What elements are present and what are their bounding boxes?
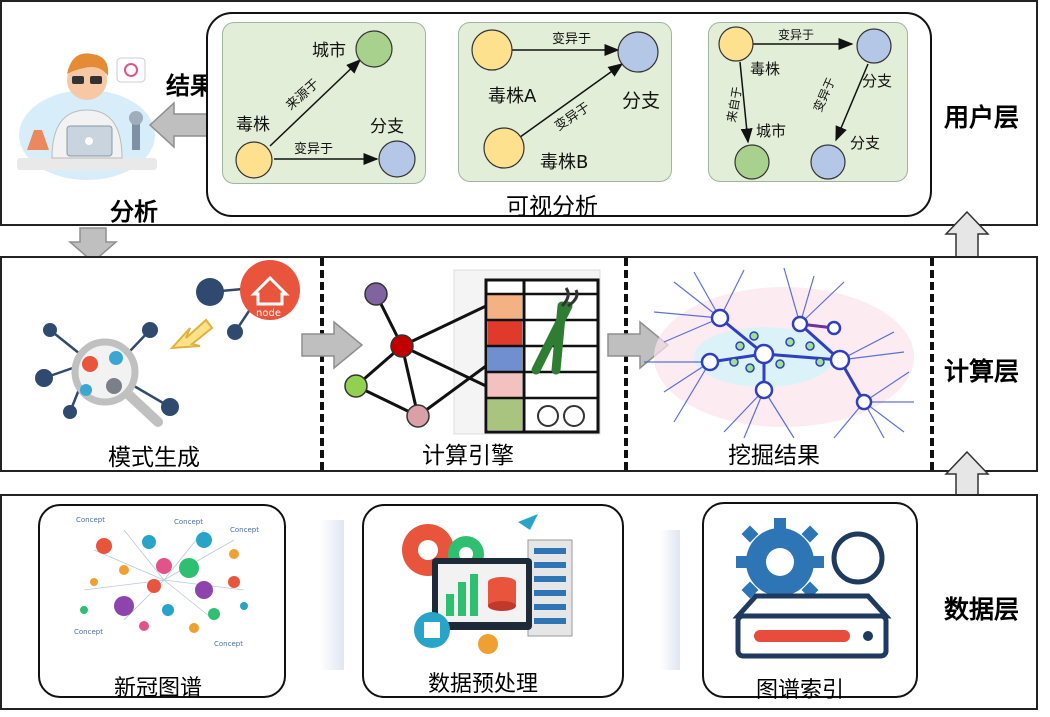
data-layer-label: 数据层: [944, 595, 1020, 624]
strain-b-node: [483, 127, 525, 169]
graph-panel-1-edges: [235, 30, 416, 179]
branch-node: [378, 140, 416, 178]
pattern-generation-label: 模式生成: [108, 445, 200, 471]
visual-analysis-label: 可视分析: [506, 194, 598, 220]
compute-divider-3: [930, 258, 934, 470]
concept-tag: Concept: [230, 526, 259, 534]
strain-node: [718, 26, 754, 62]
panel2-mutate-top-label: 变异于: [552, 32, 592, 47]
data-separator-1: [320, 520, 344, 670]
covid-graph-label: 新冠图谱: [114, 676, 203, 701]
down-arrow: [67, 227, 119, 263]
data-separator-2: [660, 530, 680, 670]
strain-a-node: [471, 29, 513, 71]
panel1-city-label: 城市: [312, 41, 346, 61]
branch-node: [617, 31, 659, 73]
preprocess-label: 数据预处理: [428, 672, 539, 697]
panel1-mutate-edge-label: 变异于: [294, 142, 334, 157]
panel2-strain-b-label: 毒株B: [540, 152, 589, 173]
preprocess-graphic: [402, 514, 573, 654]
panel1-branch-label: 分支: [370, 117, 404, 137]
city-node: [734, 144, 770, 180]
compute-engine-label: 计算引擎: [422, 443, 514, 469]
graph-panel-2-edges: [471, 29, 659, 169]
mining-result-graphic: [644, 267, 914, 439]
branch-top-node: [856, 28, 892, 64]
panel3-branch-top-label: 分支: [862, 72, 893, 90]
graph-panel-3-edges: [718, 26, 892, 180]
user-layer-label: 用户层: [944, 103, 1020, 132]
concept-tag: Concept: [74, 628, 103, 636]
panel3-strain-label: 毒株: [750, 60, 781, 78]
compute-layer-label: 计算层: [944, 357, 1020, 386]
panel3-city-label: 城市: [756, 122, 787, 140]
analysis-label: 分析: [110, 198, 158, 226]
node-badge-text: node: [256, 308, 281, 319]
compute-engine-graphic: [344, 269, 601, 435]
branch-bottom-node: [810, 144, 846, 180]
panel3-branch-bottom-label: 分支: [850, 134, 881, 152]
covid-graph-graphic: Concept Concept Concept Concept Concept: [74, 516, 259, 648]
panel1-strain-label: 毒株: [236, 115, 270, 135]
pattern-generation-graphic: node: [35, 260, 300, 427]
panel2-branch-label: 分支: [622, 90, 661, 112]
compute-divider-2: [624, 258, 628, 470]
up-arrow-bottom: [944, 450, 990, 499]
graph-index-graphic: [732, 518, 892, 659]
city-node: [355, 30, 393, 68]
concept-tag: Concept: [214, 640, 243, 648]
strain-node: [235, 141, 273, 179]
covid-graph-card: [38, 504, 286, 698]
up-arrow-top: [944, 210, 990, 259]
concept-tag: Concept: [174, 518, 203, 526]
arrow-engine-to-mining: [607, 320, 670, 370]
compute-divider-1: [320, 258, 324, 470]
panel2-strain-a-label: 毒株A: [488, 86, 537, 107]
graph-index-label: 图谱索引: [756, 678, 845, 703]
concept-tag: Concept: [76, 516, 105, 524]
arrow-pattern-to-engine: [301, 320, 364, 370]
analyst-illustration: [17, 53, 157, 180]
panel3-mutate-top-label: 变异于: [778, 28, 815, 42]
mining-result-label: 挖掘结果: [728, 443, 820, 469]
